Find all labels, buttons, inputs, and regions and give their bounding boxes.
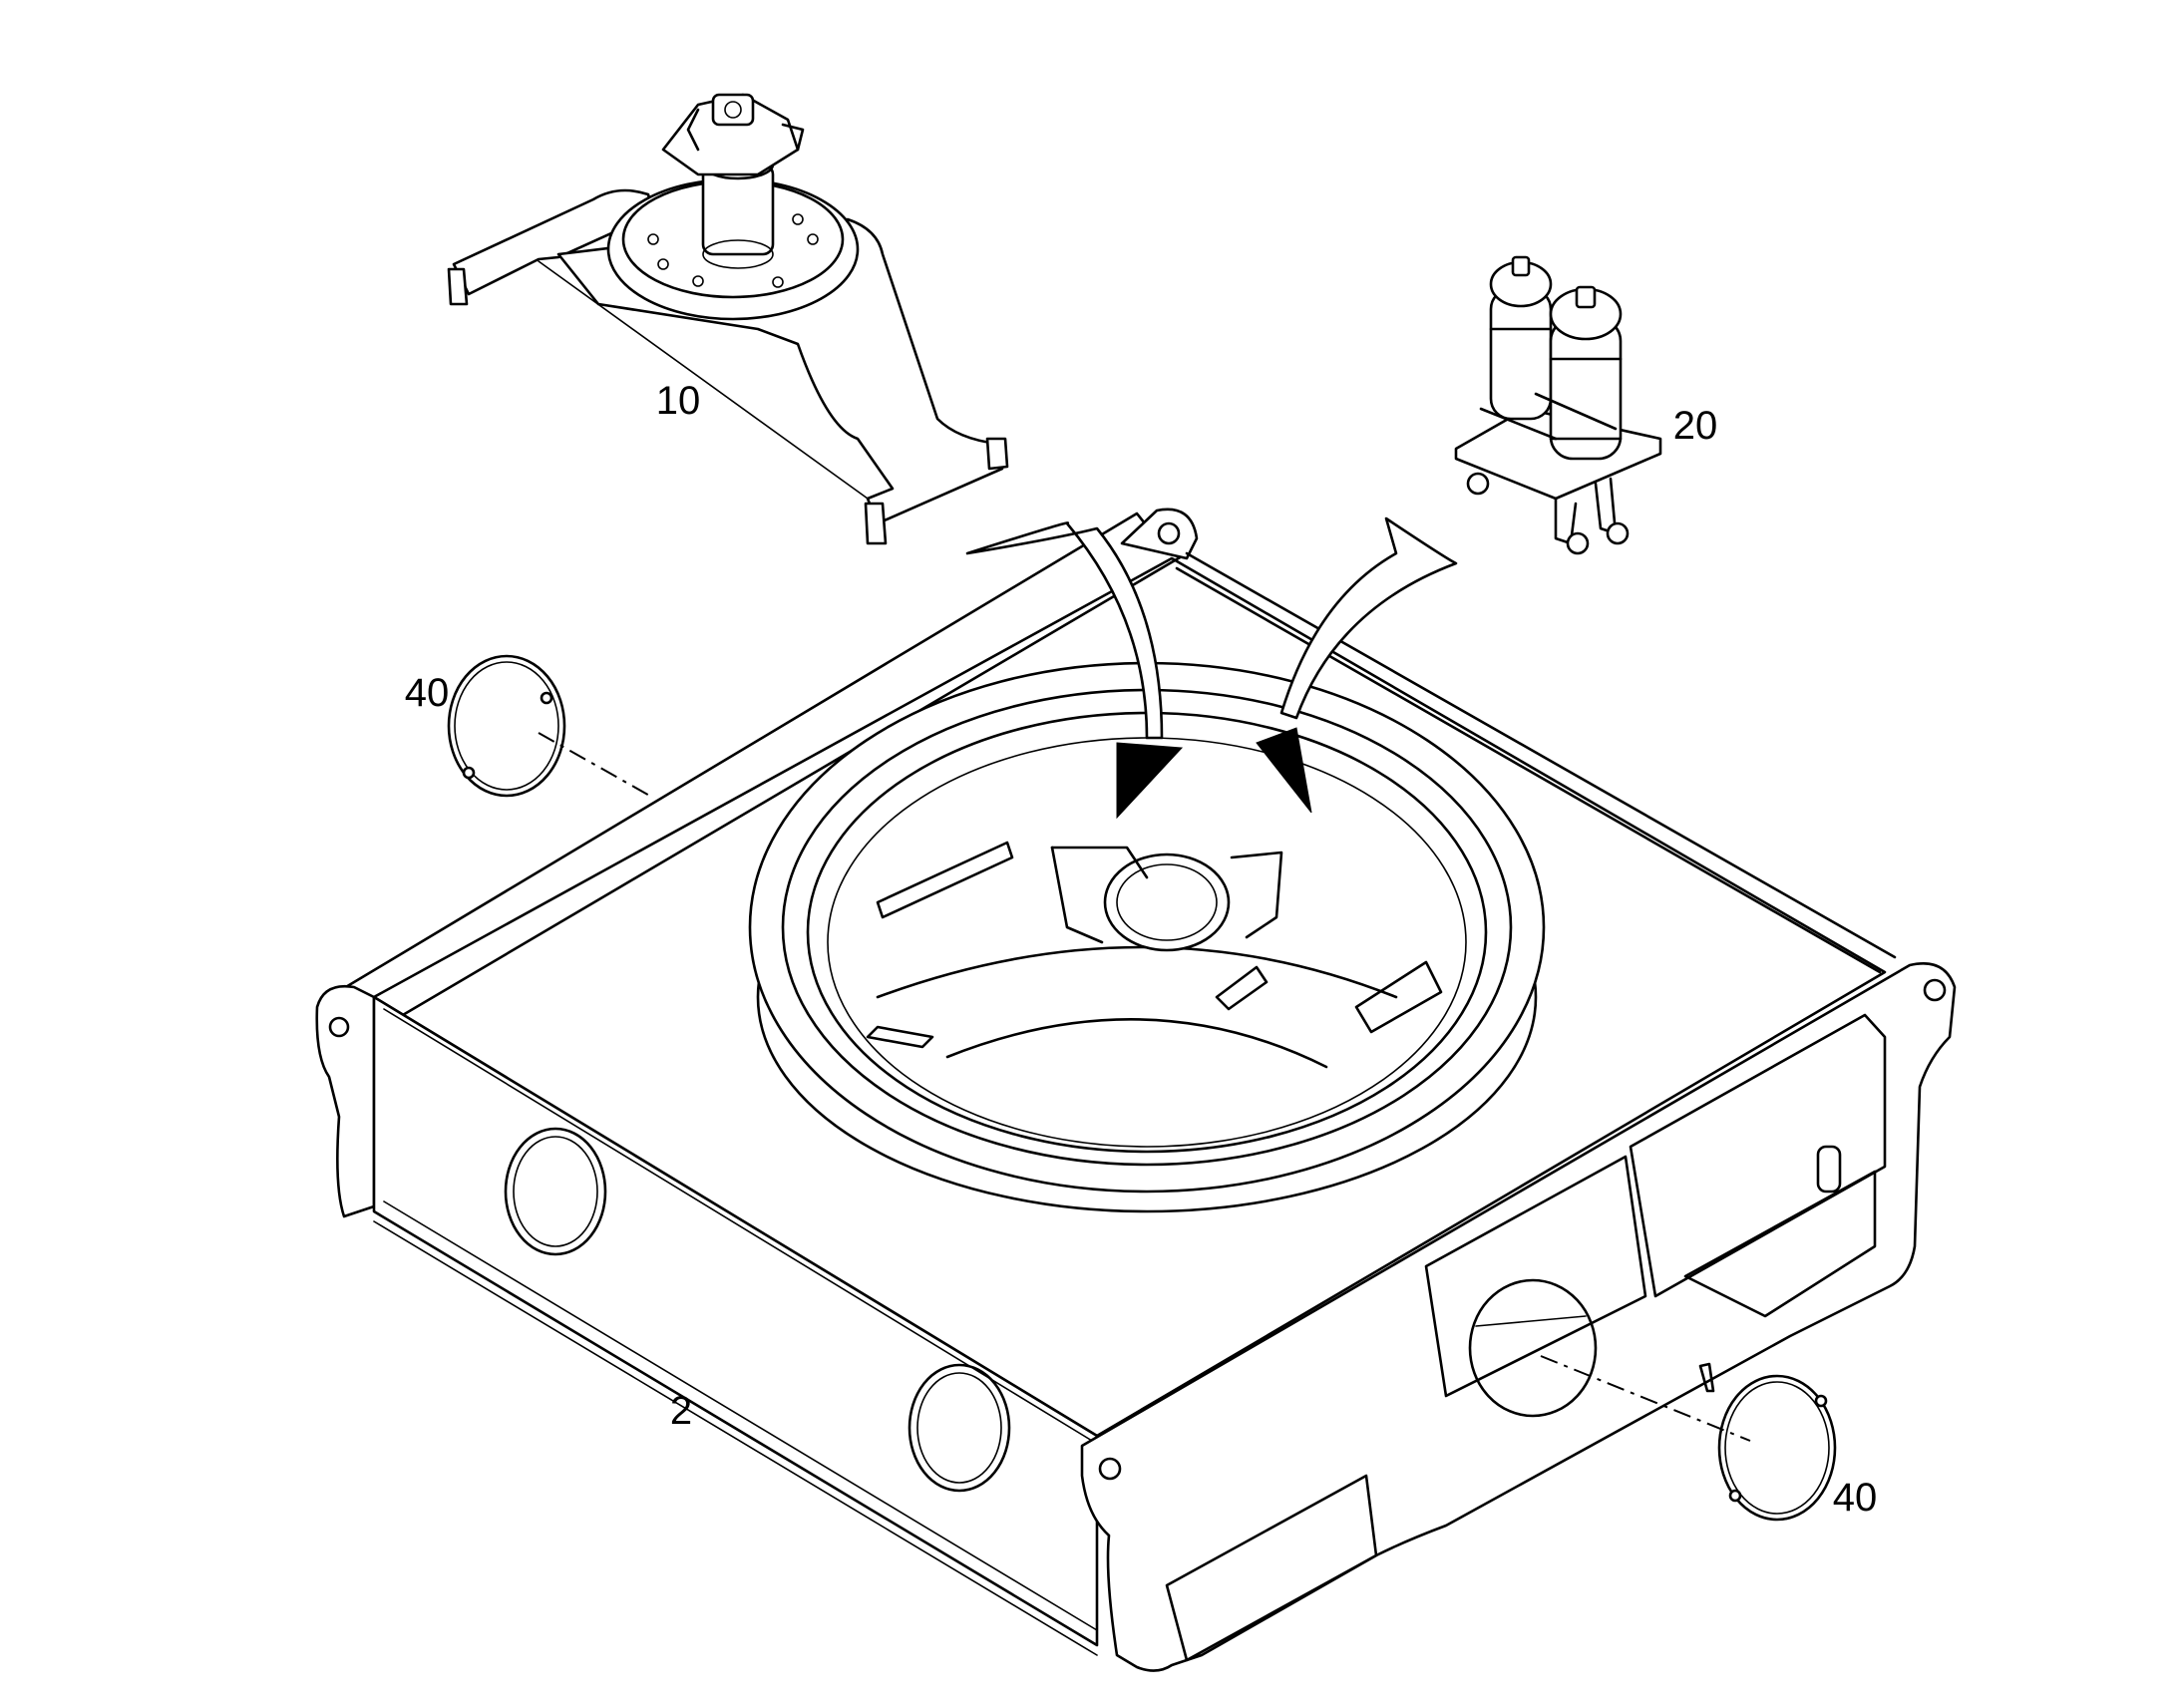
cover-lid-right-part-40: [1717, 1374, 1837, 1522]
main-frame-part-2: [315, 508, 1957, 1672]
callout-20: 20: [1673, 404, 1718, 448]
insertion-arrows: [965, 516, 1458, 820]
cover-lid-right-centerline: [1540, 1355, 1751, 1442]
accumulator-unit-part-20: [1454, 255, 1662, 555]
callout-10: 10: [656, 379, 701, 423]
cover-lid-left-centerline: [538, 732, 654, 799]
callout-40-left: 40: [405, 671, 450, 715]
callout-2: 2: [670, 1389, 692, 1433]
insertion-arrow-right-head: [1256, 727, 1312, 814]
bearing-ring: [748, 661, 1546, 1213]
callout-40-right: 40: [1833, 1476, 1878, 1520]
cover-lid-left-part-40: [447, 654, 566, 798]
insertion-arrow-left-head: [1116, 742, 1184, 820]
yaw-drive-bracket-part-10: [447, 93, 1009, 545]
